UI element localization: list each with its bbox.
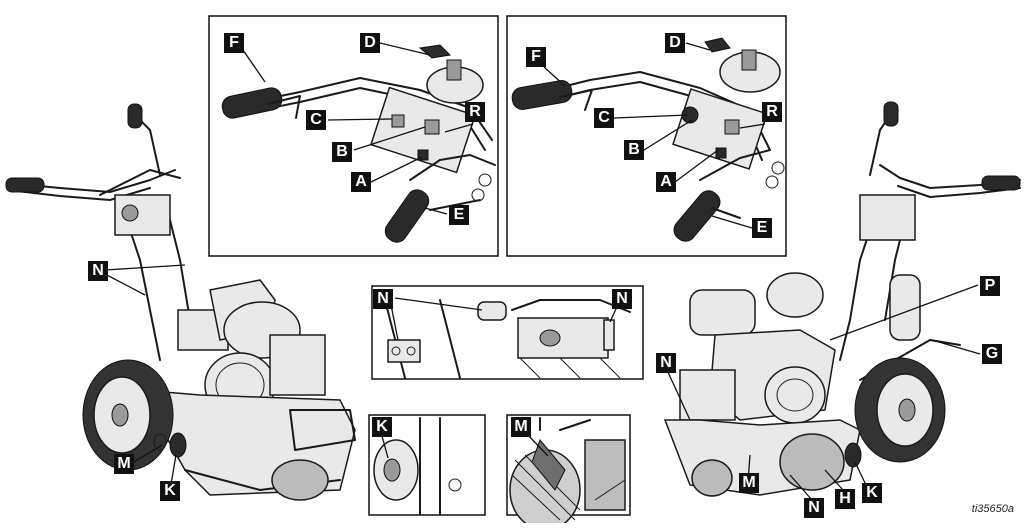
callout-C-2: C	[594, 108, 614, 128]
callout-D-2: D	[665, 33, 685, 53]
callout-A-2: A	[656, 172, 676, 192]
machine-right	[663, 101, 1021, 497]
callout-N-right-machine: N	[656, 353, 676, 373]
callout-E-1: E	[449, 205, 469, 225]
callout-D-1: D	[360, 33, 380, 53]
callout-K-right-machine: K	[862, 483, 882, 503]
n-bracket-detail	[384, 299, 631, 379]
callout-N-right-lower: N	[804, 498, 824, 518]
callout-F-2: F	[526, 47, 546, 67]
callout-N-inset-right: N	[612, 289, 632, 309]
leader-lines	[104, 42, 981, 501]
callout-E-2: E	[752, 218, 772, 238]
callout-R-1: R	[465, 102, 485, 122]
callout-M-left-machine: M	[114, 454, 134, 474]
callout-M-inset: M	[511, 417, 531, 437]
callout-C-1: C	[306, 110, 326, 130]
handlebar-controls-2	[511, 37, 785, 242]
callout-N-left-machine: N	[88, 261, 108, 281]
callout-B-2: B	[624, 140, 644, 160]
callout-G: G	[982, 344, 1002, 364]
callout-P: P	[980, 276, 1000, 296]
m-blade-detail	[509, 417, 626, 528]
machine-left	[5, 103, 356, 501]
handlebar-controls-1	[221, 44, 496, 243]
callout-F-1: F	[224, 33, 244, 53]
callout-A-1: A	[351, 172, 371, 192]
callout-M-right-machine: M	[739, 473, 759, 493]
k-wheel-detail	[373, 417, 462, 515]
callout-R-2: R	[762, 102, 782, 122]
callout-K-left-machine: K	[160, 481, 180, 501]
callout-B-1: B	[332, 142, 352, 162]
callout-N-inset-left: N	[373, 289, 393, 309]
figure-id: ti35650a	[971, 503, 1014, 515]
callout-H: H	[835, 489, 855, 509]
callout-K-inset: K	[372, 417, 392, 437]
